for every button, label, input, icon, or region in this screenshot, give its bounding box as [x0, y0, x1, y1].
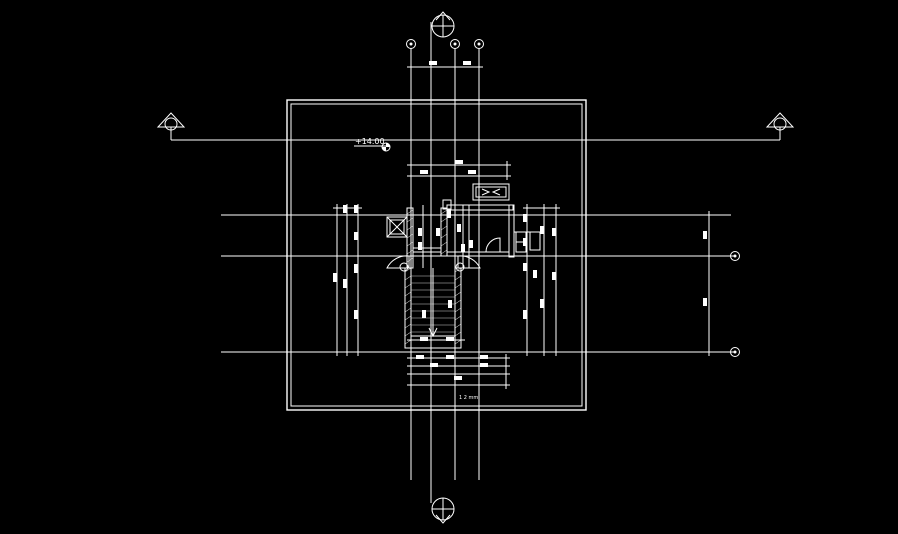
section-marker-icon-bottom — [431, 497, 455, 524]
right-core-dimension-strings — [523, 204, 560, 356]
level-marker-icon — [354, 142, 391, 152]
scale-note: 1 2 mm — [459, 395, 478, 401]
stair-core — [404, 267, 462, 349]
vertical-grid-lines — [410, 48, 480, 480]
core-dimension-marks — [418, 205, 473, 318]
horizontal-grid-lines — [221, 214, 736, 353]
outer-wall-outline — [286, 99, 587, 411]
lift-shaft — [386, 216, 408, 238]
lower-dimension-strings — [407, 337, 510, 389]
roof-vent — [472, 183, 510, 201]
grid-bubble-icon-right-column — [730, 251, 740, 357]
stair-doors — [386, 255, 481, 272]
grid-bubble-icon-top-row — [406, 39, 484, 49]
section-marker-icon-right — [765, 112, 795, 140]
level-label: +14.00 — [355, 137, 385, 146]
section-marker-icon-top — [431, 11, 455, 38]
left-dimension-strings — [333, 204, 362, 356]
inner-wall-outline — [290, 103, 583, 407]
top-dimension-string — [407, 61, 483, 71]
core-walls — [406, 199, 542, 269]
section-marker-icon-left — [156, 112, 186, 140]
right-dimension-string — [703, 211, 713, 356]
upper-dimension-strings — [407, 160, 511, 180]
